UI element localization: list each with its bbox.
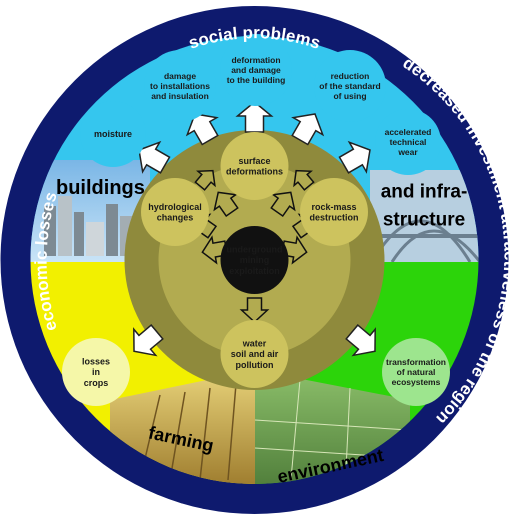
label-line: water xyxy=(242,339,267,349)
label-line: in xyxy=(92,367,100,377)
label-line: and infra- xyxy=(381,182,468,203)
label-line: technical xyxy=(390,137,427,147)
arrow-center-down xyxy=(239,297,270,324)
arrow-to-installations xyxy=(185,113,219,146)
arrow-to-moisture xyxy=(138,140,171,174)
bubble-deformation xyxy=(220,34,292,106)
label-line: and insulation xyxy=(151,91,209,101)
label-line: to the building xyxy=(227,75,286,85)
label-line: damage xyxy=(164,71,196,81)
arrow-to-losses-crops xyxy=(133,324,164,357)
label-line: changes xyxy=(157,212,194,222)
label-line: hydrological xyxy=(148,202,202,212)
label-line: soil and air xyxy=(231,349,279,359)
inner-circle-rock-mass xyxy=(300,178,368,246)
label-line: structure xyxy=(383,210,465,231)
arrow-center-up-left xyxy=(213,191,239,218)
label-line: losses xyxy=(82,357,110,367)
sector-title-buildings: buildings xyxy=(56,177,145,199)
label-line: pollution xyxy=(236,360,274,370)
label-line: ecosystems xyxy=(392,377,441,387)
arrow-to-reduction xyxy=(291,113,325,146)
arrow-center-left-down xyxy=(201,235,229,265)
label-line: deformations xyxy=(226,166,283,176)
effect-arrows xyxy=(133,101,376,357)
bubble-reduction xyxy=(314,50,386,122)
label-line: moisture xyxy=(94,129,132,139)
label-line: of the standard xyxy=(319,81,380,91)
center-circle xyxy=(220,226,289,294)
label-line: rock-mass xyxy=(311,202,356,212)
label-line: underground xyxy=(227,245,283,255)
label-line: wear xyxy=(397,147,418,157)
label-line: mining xyxy=(240,255,270,265)
arrow-to-technical-wear xyxy=(338,140,371,174)
bubble-installations xyxy=(144,50,216,122)
label-line: accelerated xyxy=(385,127,432,137)
sector-title-infrastructure: and infra-structure xyxy=(381,182,468,231)
arrow-right-to-top xyxy=(293,169,315,191)
inner-circle-surface xyxy=(220,132,289,200)
arrow-left-to-top xyxy=(194,169,216,191)
arrow-to-transformation xyxy=(345,324,376,357)
wheat-stalks xyxy=(139,383,237,481)
label-line: destruction xyxy=(309,212,358,222)
label-line: exploitation xyxy=(229,266,280,276)
inner-circle-pollution xyxy=(220,320,289,388)
label-line: reduction xyxy=(331,71,370,81)
inner-circle-hydrological xyxy=(141,178,209,246)
bubble-technical-wear xyxy=(375,109,441,175)
label-line: crops xyxy=(84,378,109,388)
label-line: surface xyxy=(238,156,270,166)
label-line: to installations xyxy=(150,81,210,91)
label-line: of natural xyxy=(397,367,436,377)
label-line: deformation xyxy=(231,55,280,65)
bubble-transformation xyxy=(382,338,450,406)
arrow-center-up-right xyxy=(270,191,296,218)
label-line: of using xyxy=(333,91,366,101)
arrow-to-deformation xyxy=(235,101,274,133)
moisture-label: moisture xyxy=(94,129,132,139)
bubble-moisture xyxy=(80,101,146,167)
bubble-losses-crops xyxy=(62,338,130,406)
label-line: transformation xyxy=(386,357,446,367)
label-line: and damage xyxy=(231,65,281,75)
